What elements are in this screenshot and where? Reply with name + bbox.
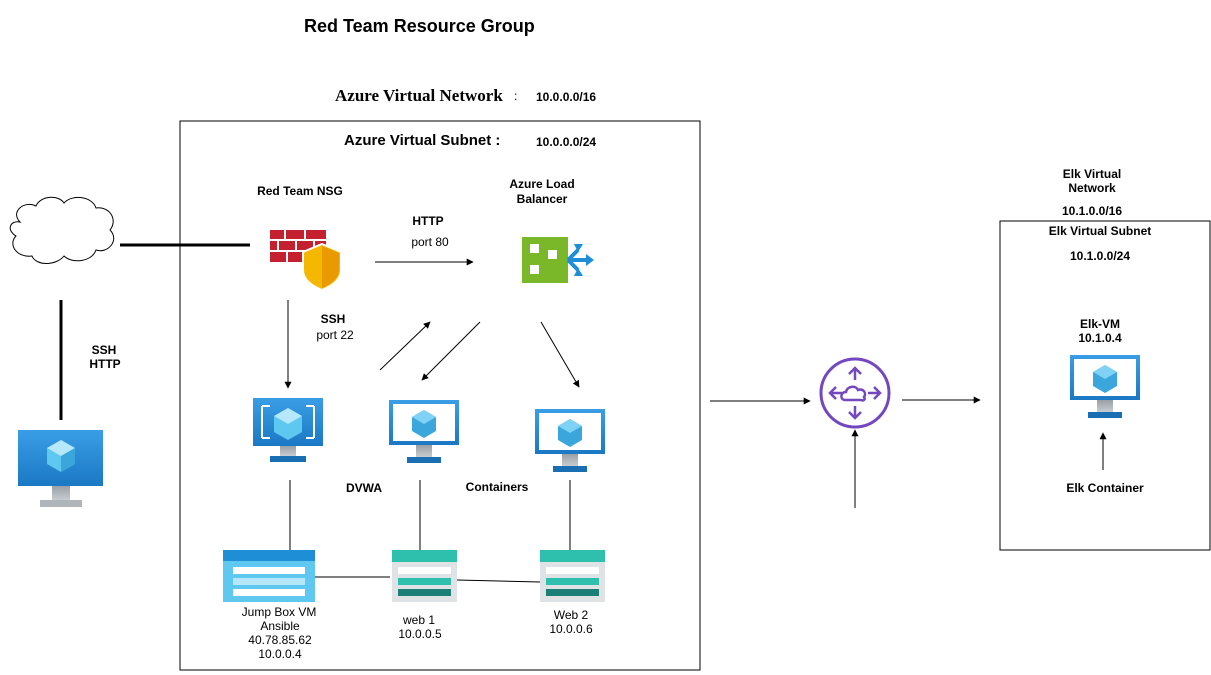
lb-label-line2: Balancer [516, 192, 568, 206]
http-port-label: port 80 [411, 235, 449, 249]
jumpbox-storage-icon [223, 550, 315, 602]
jumpbox-public-ip: 40.78.85.62 [248, 633, 312, 647]
http-protocol-label: HTTP [412, 214, 444, 228]
vnet-peering-icon [819, 357, 891, 429]
lb-label-line1: Azure Load [509, 177, 575, 191]
containers-label: Containers [465, 480, 529, 494]
internet-cloud-icon [9, 196, 115, 264]
web2-vm-icon [535, 409, 605, 472]
jumpbox-vm-icon [253, 398, 323, 462]
elk-subnet-box [999, 220, 1211, 551]
jumpbox-label-line1: Jump Box VM [241, 605, 317, 619]
client-workstation-icon [18, 430, 103, 507]
lb-to-web2-arrow [540, 321, 580, 388]
subnet-cidr: 10.0.0.0/24 [536, 135, 597, 149]
ssh-port-label: port 22 [316, 328, 354, 342]
elk-container-label: Elk Container [1066, 481, 1144, 495]
jumpbox-label-line2: Ansible [260, 619, 300, 633]
web1-vm-icon [389, 400, 459, 463]
vnet-label: Azure Virtual Network [335, 86, 503, 105]
client-link-line1: SSH [91, 343, 117, 357]
load-balancer-icon [522, 237, 594, 283]
web1-ip: 10.0.0.5 [398, 627, 442, 641]
elk-vnet-line1: Elk Virtual [1062, 167, 1122, 181]
elk-subnet-cidr: 10.1.0.0/24 [1069, 249, 1131, 263]
vnet-separator: : [514, 89, 518, 103]
web1-name: web 1 [402, 613, 436, 627]
elk-vm-ip: 10.1.0.4 [1078, 331, 1122, 345]
dvwa-to-lb-arrow [379, 321, 431, 371]
lb-to-web1-arrow [421, 321, 481, 381]
elk-vnet-cidr: 10.1.0.0/16 [1061, 204, 1123, 218]
elk-vnet-line2: Network [1068, 181, 1116, 195]
elk-subnet-label: Elk Virtual Subnet [1048, 224, 1152, 238]
nsg-firewall-icon [270, 230, 342, 292]
web2-ip: 10.0.0.6 [549, 622, 593, 636]
nsg-label: Red Team NSG [257, 184, 343, 198]
client-link-line2: HTTP [89, 357, 121, 371]
jumpbox-private-ip: 10.0.0.4 [258, 647, 302, 661]
elk-vm-icon [1070, 355, 1140, 418]
elk-vm-name: Elk-VM [1079, 317, 1121, 331]
virtual-subnet-box [179, 120, 701, 671]
page-title: Red Team Resource Group [304, 16, 535, 36]
subnet-label: Azure Virtual Subnet : [344, 132, 501, 149]
web2-storage-icon [540, 550, 605, 602]
vnet-cidr: 10.0.0.0/16 [536, 90, 597, 104]
ssh-protocol-label: SSH [320, 312, 346, 326]
web2-name: Web 2 [553, 608, 589, 622]
dvwa-label: DVWA [346, 481, 382, 495]
web1-storage-icon [392, 550, 457, 602]
